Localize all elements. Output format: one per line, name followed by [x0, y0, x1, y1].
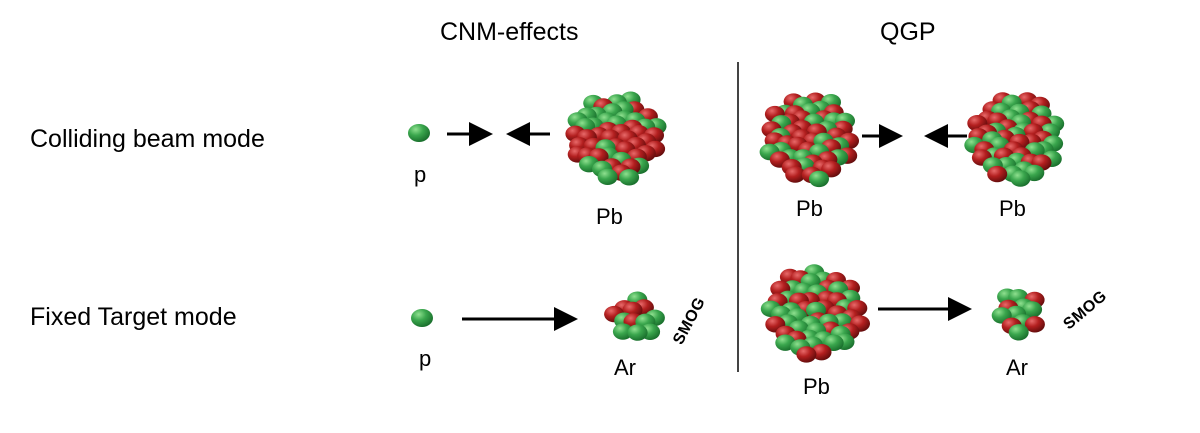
nucleon	[775, 334, 796, 351]
nucleon	[1024, 316, 1045, 333]
label-proton-fixed: p	[419, 346, 432, 371]
lead-nucleus-qgp-fixed	[760, 264, 870, 363]
nucleon	[619, 169, 640, 186]
proton-colliding-nucleus	[408, 124, 430, 142]
nucleon	[809, 170, 829, 188]
column-title-cnm-effects: CNM-effects	[440, 18, 579, 46]
row-title-colliding-beam: Colliding beam mode	[30, 125, 265, 153]
label-pb-cnm-colliding: Pb	[596, 204, 623, 229]
nucleon	[1008, 324, 1029, 341]
column-title-qgp: QGP	[880, 18, 936, 46]
nucleon	[811, 344, 832, 361]
lead-nucleus-qgp-right	[964, 92, 1065, 187]
proton	[411, 309, 433, 327]
lead-nucleus-qgp-left	[759, 92, 859, 188]
label-ar-cnm-fixed: Ar	[614, 355, 636, 380]
nucleon	[796, 346, 817, 363]
row-title-fixed-target: Fixed Target mode	[30, 303, 237, 331]
label-pb-qgp-left: Pb	[796, 196, 823, 221]
label-pb-qgp-fixed: Pb	[803, 374, 830, 399]
nucleon	[612, 323, 633, 340]
proton-fixed-nucleus	[411, 309, 433, 327]
proton	[408, 124, 430, 142]
argon-nucleus-qgp-fixed	[991, 288, 1045, 341]
nucleon	[987, 165, 1008, 183]
nucleon	[597, 168, 618, 185]
nucleon	[627, 324, 648, 341]
lead-nucleus-cnm-colliding	[565, 91, 667, 186]
nucleon	[1010, 170, 1031, 187]
argon-nucleus-cnm-fixed	[604, 291, 665, 341]
label-ar-qgp-fixed: Ar	[1006, 355, 1028, 380]
nucleon	[785, 166, 806, 183]
label-proton-colliding: p	[414, 162, 427, 187]
label-pb-qgp-right: Pb	[999, 196, 1026, 221]
nucleon	[1022, 301, 1043, 318]
